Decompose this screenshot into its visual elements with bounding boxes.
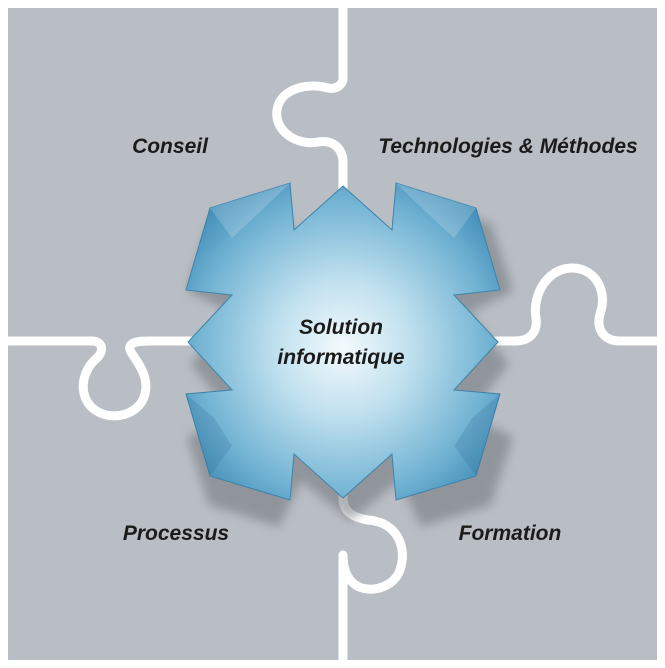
arrow-tip-top-right [396,183,476,238]
label-processus: Processus [123,522,229,545]
center-label-line2: informatique [277,346,404,369]
arrow-tip-top-left [210,183,290,238]
puzzle-seam-horizontal [8,263,657,421]
arrow-tip-bottom-right [454,394,500,476]
label-formation: Formation [459,522,562,545]
center-arrow-star [185,182,501,501]
arrow-tip-bottom-left [186,394,232,476]
center-label-line1: Solution [299,316,383,339]
label-technologies-methodes: Technologies & Méthodes [378,135,637,158]
label-conseil: Conseil [132,135,209,158]
